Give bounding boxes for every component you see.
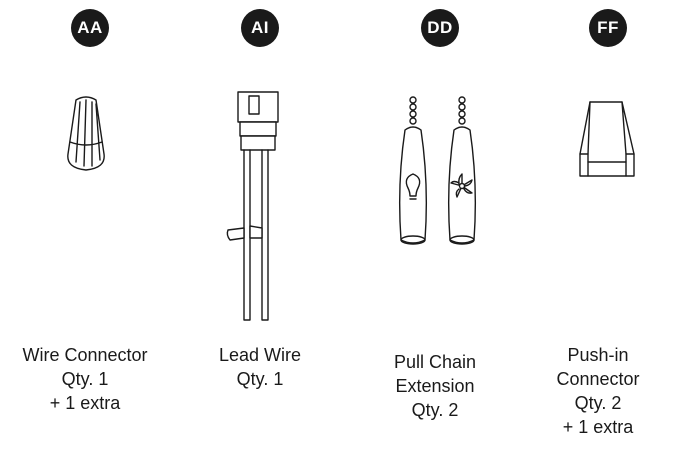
part-name-line2: Connector (556, 369, 640, 389)
part-badge: FF (589, 9, 627, 47)
part-name-line1: Push-in (567, 345, 629, 365)
wire-connector-icon (67, 96, 105, 171)
light-bulb-icon (405, 173, 421, 197)
part-name-line1: Pull Chain (393, 352, 477, 372)
part-badge: DD (421, 9, 459, 47)
part-qty: Qty. 2 (574, 393, 622, 413)
chain-beads-left (409, 96, 417, 125)
push-in-connector-icon (579, 101, 635, 177)
part-qty: Qty. 1 (61, 369, 109, 389)
part-caption: Wire Connector Qty. 1 + 1 extra (0, 343, 170, 415)
part-extra: + 1 extra (562, 417, 634, 437)
fan-icon (450, 173, 473, 198)
part-badge: AI (241, 9, 279, 47)
part-badge: AA (71, 9, 109, 47)
chain-beads-right (458, 96, 466, 125)
part-pull-chain: DD Pull C (350, 0, 520, 451)
part-name: Lead Wire (218, 345, 302, 365)
part-lead-wire: AI Lead Wire Qty. 1 (170, 0, 350, 451)
part-caption: Pull Chain Extension Qty. 2 (350, 350, 520, 422)
part-wire-connector: AA Wire Connector Qty. 1 + 1 extra (0, 0, 170, 451)
part-extra: + 1 extra (49, 393, 121, 413)
pull-chain-icon (398, 96, 477, 245)
part-name: Wire Connector (22, 345, 148, 365)
part-qty: Qty. 2 (411, 400, 459, 420)
part-push-in-connector: FF Push-in Connector Qty. 2 + 1 extra (520, 0, 676, 451)
lead-wire-icon (226, 91, 279, 321)
part-name-line2: Extension (395, 376, 475, 396)
part-caption: Lead Wire Qty. 1 (170, 343, 350, 391)
part-caption: Push-in Connector Qty. 2 + 1 extra (520, 343, 676, 439)
part-qty: Qty. 1 (236, 369, 284, 389)
